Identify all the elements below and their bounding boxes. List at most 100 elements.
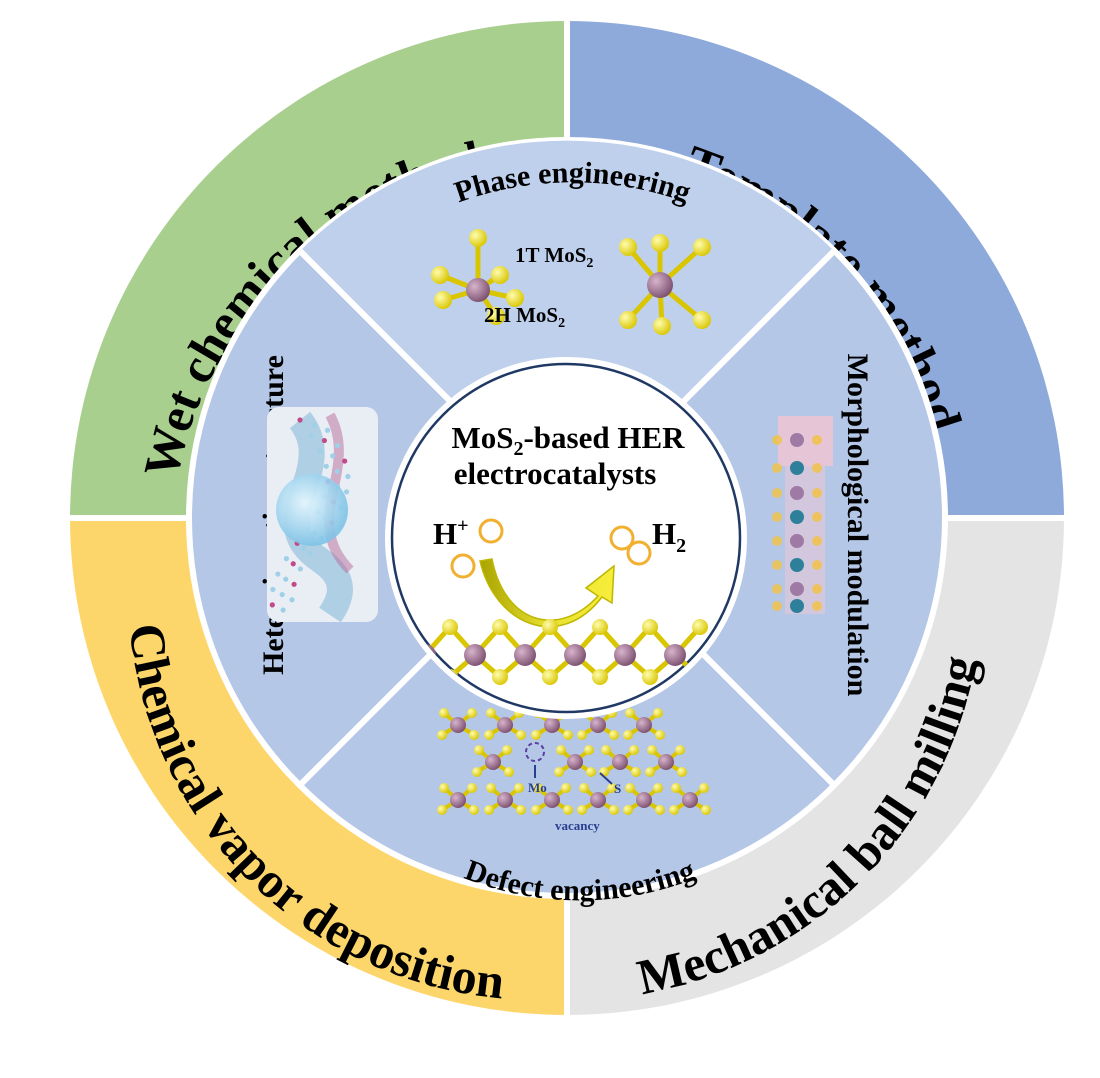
hetero-atom [283,576,289,582]
reactant-h-plus: H+ [433,515,469,551]
sulfur-atom [554,767,564,777]
hetero-atom [345,473,351,480]
hetero-atom [279,591,285,598]
morph-center-atom [790,582,804,596]
molybdenum-atom [682,792,698,808]
morph-side-atom [772,435,782,445]
sulfur-atom [592,669,608,685]
sulfur-atom [561,783,571,793]
molybdenum-atom [497,792,513,808]
sulfur-atom [469,229,487,247]
sulfur-atom [609,805,619,815]
hetero-atom [291,581,297,587]
heterojunction-image [267,407,378,623]
sulfur-atom [655,730,665,740]
morph-side-atom [772,601,782,611]
morph-side-atom [812,584,822,594]
sulfur-atom [472,767,482,777]
molybdenum-atom [544,792,560,808]
molybdenum-atom [590,792,606,808]
sulfur-atom [563,730,573,740]
hetero-atom [300,545,307,551]
sulfur-atom [492,619,508,635]
morph-side-atom [812,560,822,570]
sulfur-atom [677,767,687,777]
sulfur-atom [579,783,589,793]
sulfur-atom [653,708,663,718]
morph-center-atom [790,486,804,500]
hetero-atom [280,607,286,613]
center-title: MoS2-based HER [451,420,685,460]
molybdenum-atom [647,272,673,298]
label-1t-mos2: 1T MoS2 [515,243,593,271]
sulfur-atom [467,783,477,793]
molybdenum-atom [614,644,636,666]
morph-side-atom [772,560,782,570]
label-s-vacancy: S [614,781,621,796]
molybdenum-atom [636,717,652,733]
hetero-atom [269,602,275,608]
sulfur-atom [469,730,479,740]
molybdenum-atom [564,644,586,666]
morph-center-atom [790,534,804,548]
reaction-arrow [479,558,615,628]
sulfur-atom [474,745,484,755]
morph-side-atom [772,584,782,594]
sulfur-atom [504,767,514,777]
molybdenum-atom [567,754,583,770]
sulfur-atom [542,619,558,635]
hetero-atom [334,443,341,449]
label-mo-vacancy: Mo [528,780,547,795]
hetero-atom [297,566,303,572]
hetero-atom [321,437,328,444]
label-morphological: Morphological modulation [841,354,874,697]
label-vacancy: vacancy [555,818,600,833]
sulfur-atom [645,767,655,777]
sulfur-atom [619,238,637,256]
sulfur-atom [642,669,658,685]
sulfur-atom [439,708,449,718]
phase-2h-structure [619,234,711,335]
morph-center-atom [790,433,804,447]
sulfur-atom [623,730,633,740]
sulfur-atom [701,805,711,815]
molybdenum-atom [485,754,501,770]
sulfur-atom [651,234,669,252]
sulfur-atom [609,730,619,740]
sulfur-atom [487,307,505,325]
sulfur-atom [653,317,671,335]
molybdenum-atom [497,717,513,733]
sulfur-atom [491,266,509,284]
sulfur-atom [675,745,685,755]
morphology-atoms [772,433,822,613]
sulfur-atom [623,805,633,815]
sulfur-atom [439,783,449,793]
molybdenum-atom [636,792,652,808]
hetero-atom [290,561,296,567]
sulfur-atom [516,805,526,815]
morph-side-atom [812,463,822,473]
morph-side-atom [772,512,782,522]
sulfur-atom [437,805,447,815]
morph-center-atom [790,558,804,572]
sulfur-atom [533,783,543,793]
morph-center-atom [790,461,804,475]
sulfur-atom [671,783,681,793]
sulfur-atom [556,745,566,755]
molybdenum-atom [590,717,606,733]
morph-center-atom [790,510,804,524]
morph-side-atom [812,488,822,498]
sulfur-atom [647,745,657,755]
inner-sector-phase [300,140,834,519]
molybdenum-atom [544,717,560,733]
morph-center-atom [790,599,804,613]
sulfur-atom [531,805,541,815]
sulfur-atom [484,805,494,815]
hetero-atom [334,468,340,474]
sulfur-atom [631,767,641,777]
morph-side-atom [772,488,782,498]
sulfur-atom [531,730,541,740]
molybdenum-atom [658,754,674,770]
